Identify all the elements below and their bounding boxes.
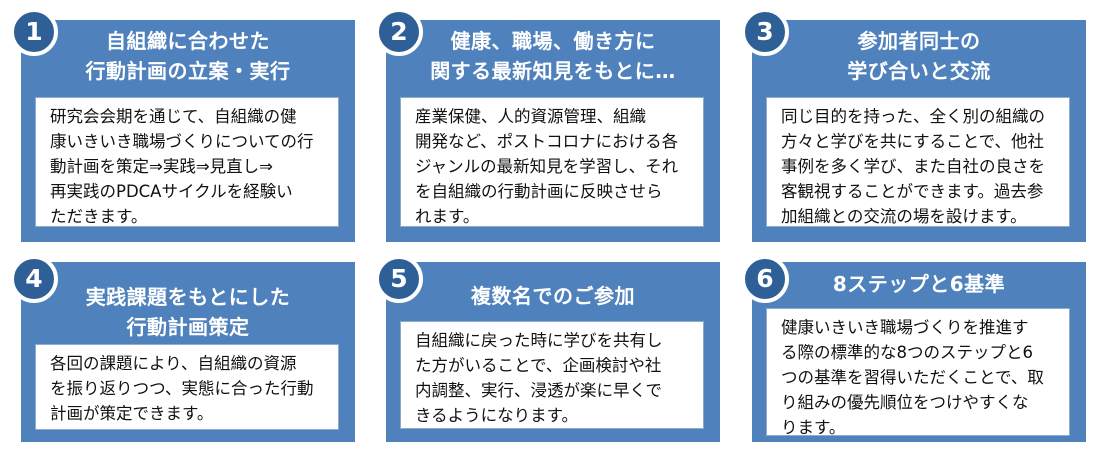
card-body: 同じ目的を持った、全く別の組織の 方々と学びを共にすることで、他社 事例を多く学… [766,97,1070,227]
card-body: 自組織に戻った時に学びを共有し た方がいることで、企画検討や社 内調整、実行、浸… [400,321,704,429]
card-body: 健康いきいき職場づくりを推進す る際の標準的な8つのステップと6 つの基準を習得… [766,308,1070,436]
card-title: 複数名でのご参加 [471,284,635,308]
step-number-badge: 6 [741,255,789,303]
step-number-badge: 3 [741,8,789,56]
card-title: 自組織に合わせた 行動計画の立案・実行 [85,29,291,83]
step-number-badge: 4 [10,255,58,303]
step-number-badge: 5 [375,255,423,303]
feature-card-5: 複数名でのご参加 自組織に戻った時に学びを共有し た方がいることで、企画検討や社… [386,262,720,442]
card-body: 各回の課題により、自組織の資源 を振り返りつつ、実態に合った行動 計画が策定でき… [35,344,339,430]
card-title: 参加者同士の 学び合いと交流 [847,29,991,83]
step-number-badge: 1 [10,8,58,56]
card-body: 研究会会期を通じて、自組織の健 康いきいき職場づくりについての行 動計画を策定⇒… [35,97,339,227]
feature-card-1: 自組織に合わせた 行動計画の立案・実行 研究会会期を通じて、自組織の健 康いきい… [21,20,355,242]
step-number-badge: 2 [375,8,423,56]
feature-card-2: 健康、職場、働き方に 関する最新知見をもとに… 産業保健、人的資源管理、組織 開… [386,20,720,242]
card-body: 産業保健、人的資源管理、組織 開発など、ポストコロナにおける各 ジャンルの最新知… [400,97,704,227]
feature-card-6: 8ステップと6基準 健康いきいき職場づくりを推進す る際の標準的な8つのステップ… [752,262,1086,442]
card-title: 実践課題をもとにした 行動計画策定 [85,285,291,339]
feature-card-4: 実践課題をもとにした 行動計画策定 各回の課題により、自組織の資源 を振り返りつ… [21,262,355,442]
card-title: 8ステップと6基準 [832,272,1006,296]
feature-card-3: 参加者同士の 学び合いと交流 同じ目的を持った、全く別の組織の 方々と学びを共に… [752,20,1086,242]
card-title: 健康、職場、働き方に 関する最新知見をもとに… [430,29,676,83]
